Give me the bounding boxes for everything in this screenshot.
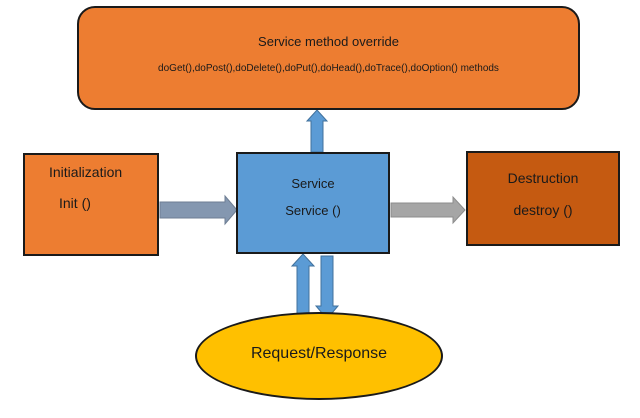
service-title: Service xyxy=(291,176,335,191)
arrow-service-to-response xyxy=(314,255,340,320)
destruction-box: Destruction destroy () xyxy=(466,151,620,246)
service-method: Service () xyxy=(285,203,341,218)
initialization-title: Initialization xyxy=(49,164,123,180)
initialization-box: Initialization Init () xyxy=(23,153,159,256)
destroy-method: destroy () xyxy=(513,202,573,218)
request-response-ellipse: Request/Response xyxy=(195,312,443,400)
arrow-request-to-service xyxy=(290,253,316,318)
arrow-service-to-override xyxy=(305,109,329,153)
override-methods: doGet(),doPost(),doDelete(),doPut(),doHe… xyxy=(158,63,499,74)
request-response-label: Request/Response xyxy=(250,345,388,362)
destruction-title: Destruction xyxy=(507,170,579,186)
service-method-override-box: Service method override doGet(),doPost()… xyxy=(77,6,580,110)
init-method: Init () xyxy=(59,195,91,211)
arrow-init-to-service xyxy=(159,194,238,226)
arrow-service-to-destruction xyxy=(390,195,466,225)
service-box: Service Service () xyxy=(236,152,390,254)
override-title: Service method override xyxy=(258,34,399,49)
